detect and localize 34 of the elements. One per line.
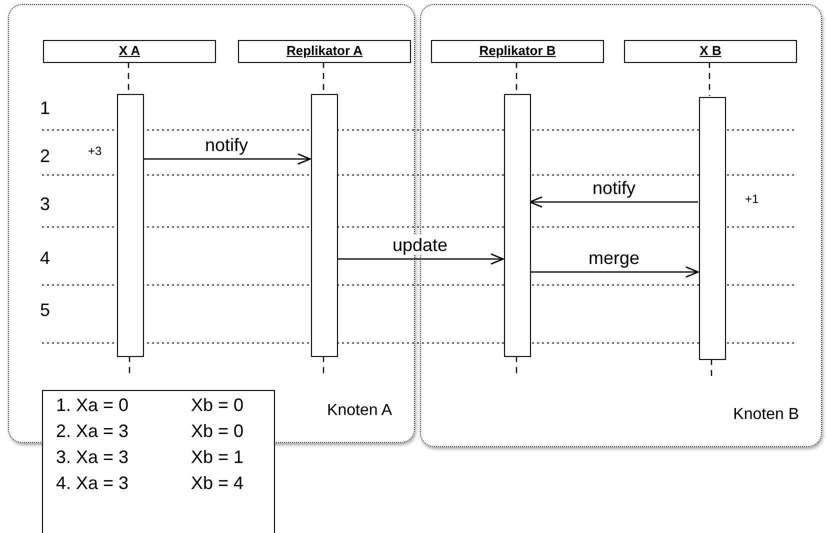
activation-bar [699, 97, 726, 360]
row-number: 2 [40, 146, 50, 167]
row-number: 3 [40, 194, 50, 215]
table-cell: Xb = 0 [191, 395, 244, 416]
table-cell: 4. Xa = 3 [56, 473, 129, 494]
message-arrow [529, 196, 698, 208]
lifeline-header: X A [43, 40, 216, 63]
message-arrow [530, 266, 699, 278]
lifeline [322, 62, 324, 93]
lifeline [128, 62, 130, 93]
lifeline-header: Replikator B [431, 40, 604, 63]
table-cell: Xb = 1 [191, 447, 244, 468]
row-number: 1 [40, 98, 50, 119]
state-table [42, 390, 275, 533]
row-number: 4 [40, 248, 50, 269]
table-cell: 2. Xa = 3 [56, 421, 129, 442]
frame-title: Knoten B [733, 406, 799, 424]
table-cell: Xb = 4 [191, 473, 244, 494]
row-number: 5 [40, 300, 50, 321]
table-cell: Xb = 0 [191, 421, 244, 442]
table-cell: 3. Xa = 3 [56, 447, 129, 468]
frame-title: Knoten A [327, 402, 392, 420]
message-arrow [337, 253, 504, 265]
message-arrow [143, 153, 311, 165]
table-cell: 1. Xa = 0 [56, 395, 129, 416]
change-note: +3 [88, 144, 102, 158]
lifeline-header: X B [624, 40, 797, 63]
lifeline [708, 62, 710, 96]
activation-bar [504, 94, 531, 357]
activation-bar [311, 94, 338, 357]
lifeline-header: Replikator A [238, 40, 411, 63]
activation-bar [117, 94, 144, 357]
lifeline [516, 62, 518, 93]
change-note: +1 [745, 192, 759, 206]
